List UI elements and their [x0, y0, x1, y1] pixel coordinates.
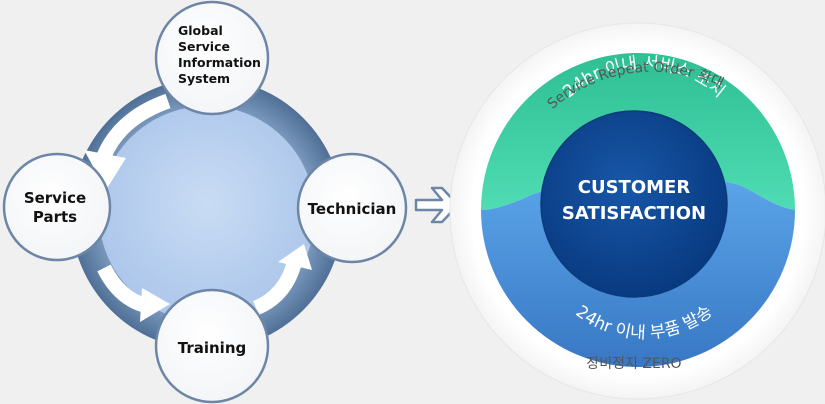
node-service-parts: Service Parts	[2, 152, 112, 262]
node-global-service-info: Global Service Information System	[154, 0, 270, 116]
node-bottom-label: Training	[178, 339, 246, 357]
node-technician: Technician	[296, 152, 408, 264]
node-top-line-4: System	[178, 71, 230, 86]
node-top-line-1: Global	[178, 23, 223, 38]
node-top-line-2: Service	[178, 39, 230, 54]
inner-disc	[99, 106, 315, 322]
center-disc	[540, 110, 728, 298]
node-top-line-3: Information	[178, 55, 261, 70]
center-line-1: CUSTOMER	[578, 177, 691, 198]
cycle-arrow-top-left	[84, 93, 171, 190]
node-training: Training	[154, 288, 270, 404]
node-left-line-2: Parts	[33, 208, 77, 226]
left-cycle: Global Service Information System Servic…	[2, 0, 408, 404]
right-diagram: CUSTOMER SATISFACTION 24hr 이내 서비스 조치 24h…	[449, 22, 825, 400]
cycle-arrow-bottom-left	[97, 264, 170, 322]
center-line-2: SATISFACTION	[562, 203, 706, 224]
outer-bottom-label: 장비정지 ZERO	[586, 356, 681, 372]
node-left-line-1: Service	[24, 189, 86, 207]
node-right-label: Technician	[308, 200, 397, 218]
cycle-arrow-bottom-right	[252, 244, 312, 315]
